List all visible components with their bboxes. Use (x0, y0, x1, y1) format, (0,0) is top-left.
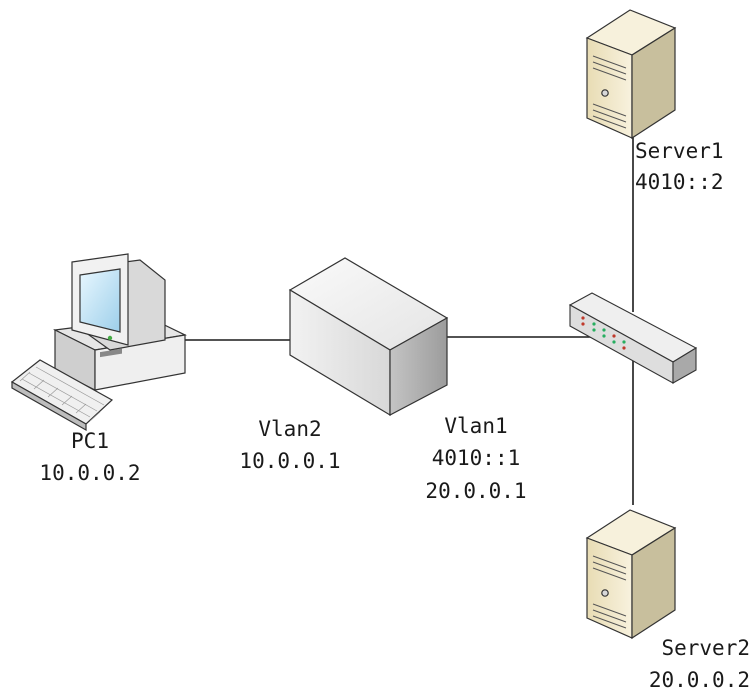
server1-front (586, 37, 633, 139)
router-icon[interactable] (288, 257, 449, 417)
switch-port-leds (581, 316, 626, 350)
connections (182, 135, 634, 505)
pc-address-label: 10.0.0.2 (39, 461, 140, 485)
monitor-screen (79, 268, 121, 333)
server2-icon[interactable] (585, 509, 677, 640)
server2-name-label: Server2 (661, 636, 750, 660)
server2-address-label: 20.0.0.2 (649, 668, 750, 692)
pc-name-label: PC1 (71, 429, 109, 453)
pc-icon[interactable] (10, 253, 187, 432)
vlan1-ipv4-label: 20.0.0.1 (425, 479, 526, 503)
server2-power-button (601, 589, 609, 597)
keyboard-keys (19, 366, 105, 422)
router-side (389, 316, 448, 416)
server1-address-label: 4010::2 (635, 170, 724, 194)
monitor-power-led (107, 335, 113, 341)
vlan1-name-label: Vlan1 (444, 414, 507, 438)
keyboard-edge (11, 380, 87, 432)
server1-icon[interactable] (585, 9, 677, 140)
server1-power-button (601, 89, 609, 97)
server2-bays (592, 555, 627, 629)
pc-drive-slot (100, 348, 122, 358)
server2-front (586, 537, 633, 639)
vlan1-ipv6-label: 4010::1 (432, 446, 521, 470)
switch-side (672, 347, 697, 384)
server1-name-label: Server1 (635, 139, 724, 163)
server1-bays (592, 55, 627, 129)
switch-icon[interactable] (568, 292, 698, 384)
vlan2-address-label: 10.0.0.1 (239, 449, 340, 473)
server1-side (631, 26, 676, 140)
server2-side (631, 526, 676, 640)
vlan2-name-label: Vlan2 (258, 417, 321, 441)
